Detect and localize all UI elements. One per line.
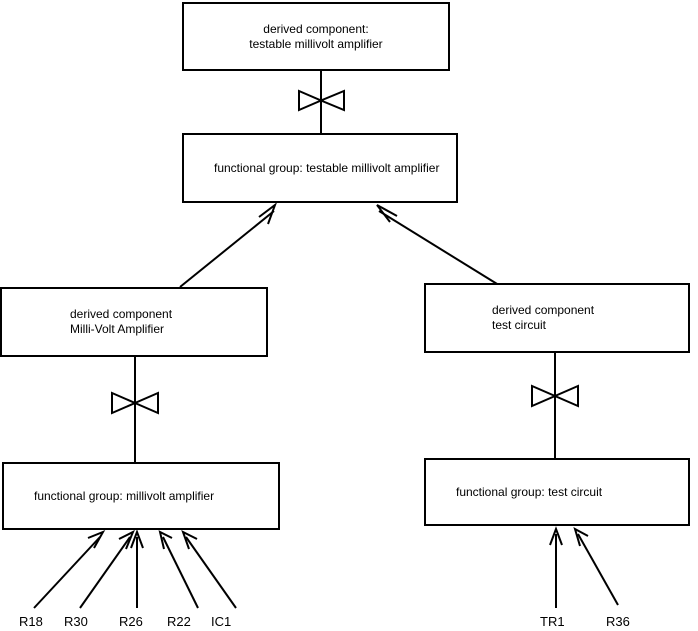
node-label: derived component Milli-Volt Amplifier xyxy=(70,307,173,336)
arrowhead-icon-left-diagonal xyxy=(258,202,278,225)
node-label: derived component test circuit xyxy=(492,303,595,332)
leaf-label-r36: R36 xyxy=(606,614,630,629)
node-label: functional group: millivolt amplifier xyxy=(34,488,215,503)
bowtie-icon-right xyxy=(531,384,579,408)
connector-line-r30 xyxy=(79,536,131,609)
arrowhead-icon-tr1 xyxy=(549,526,563,546)
leaf-label-r30: R30 xyxy=(64,614,88,629)
node-functional-group-testable-millivolt-amplifier[interactable]: functional group: testable millivolt amp… xyxy=(182,133,458,203)
arrowhead-icon-r22 xyxy=(158,530,173,550)
bowtie-icon-top xyxy=(298,89,345,112)
connector-line-r36 xyxy=(577,533,619,606)
connector-line-right-diagonal xyxy=(378,210,503,288)
arrowhead-icon-ic1 xyxy=(181,529,198,550)
node-label: functional group: testable millivolt amp… xyxy=(214,160,440,175)
leaf-label-tr1: TR1 xyxy=(540,614,565,629)
arrowhead-icon-right-diagonal xyxy=(376,204,398,223)
node-derived-milli-volt-amplifier[interactable]: derived component Milli-Volt Amplifier xyxy=(0,287,268,357)
node-functional-group-millivolt-amplifier[interactable]: functional group: millivolt amplifier xyxy=(2,462,280,530)
node-functional-group-test-circuit[interactable]: functional group: test circuit xyxy=(424,458,690,526)
connector-line-r22 xyxy=(162,536,199,609)
leaf-label-ic1: IC1 xyxy=(211,614,232,629)
arrowhead-icon-r30 xyxy=(118,529,135,550)
leaf-label-r18: R18 xyxy=(19,614,43,629)
connector-line-left-diagonal xyxy=(179,210,275,288)
node-derived-test-circuit[interactable]: derived component test circuit xyxy=(424,283,690,353)
node-derived-testable-millivolt-amplifier[interactable]: derived component: testable millivolt am… xyxy=(182,2,450,71)
bowtie-icon-left xyxy=(111,391,159,415)
arrowhead-icon-r26 xyxy=(130,529,144,549)
node-label: derived component: testable millivolt am… xyxy=(249,21,383,51)
leaf-label-r26: R26 xyxy=(119,614,143,629)
connector-line-r18 xyxy=(33,536,101,609)
node-label: functional group: test circuit xyxy=(456,484,603,499)
arrowhead-icon-r18 xyxy=(87,530,106,549)
leaf-label-r22: R22 xyxy=(167,614,191,629)
connector-line-ic1 xyxy=(185,536,237,609)
arrowhead-icon-r36 xyxy=(573,526,589,547)
